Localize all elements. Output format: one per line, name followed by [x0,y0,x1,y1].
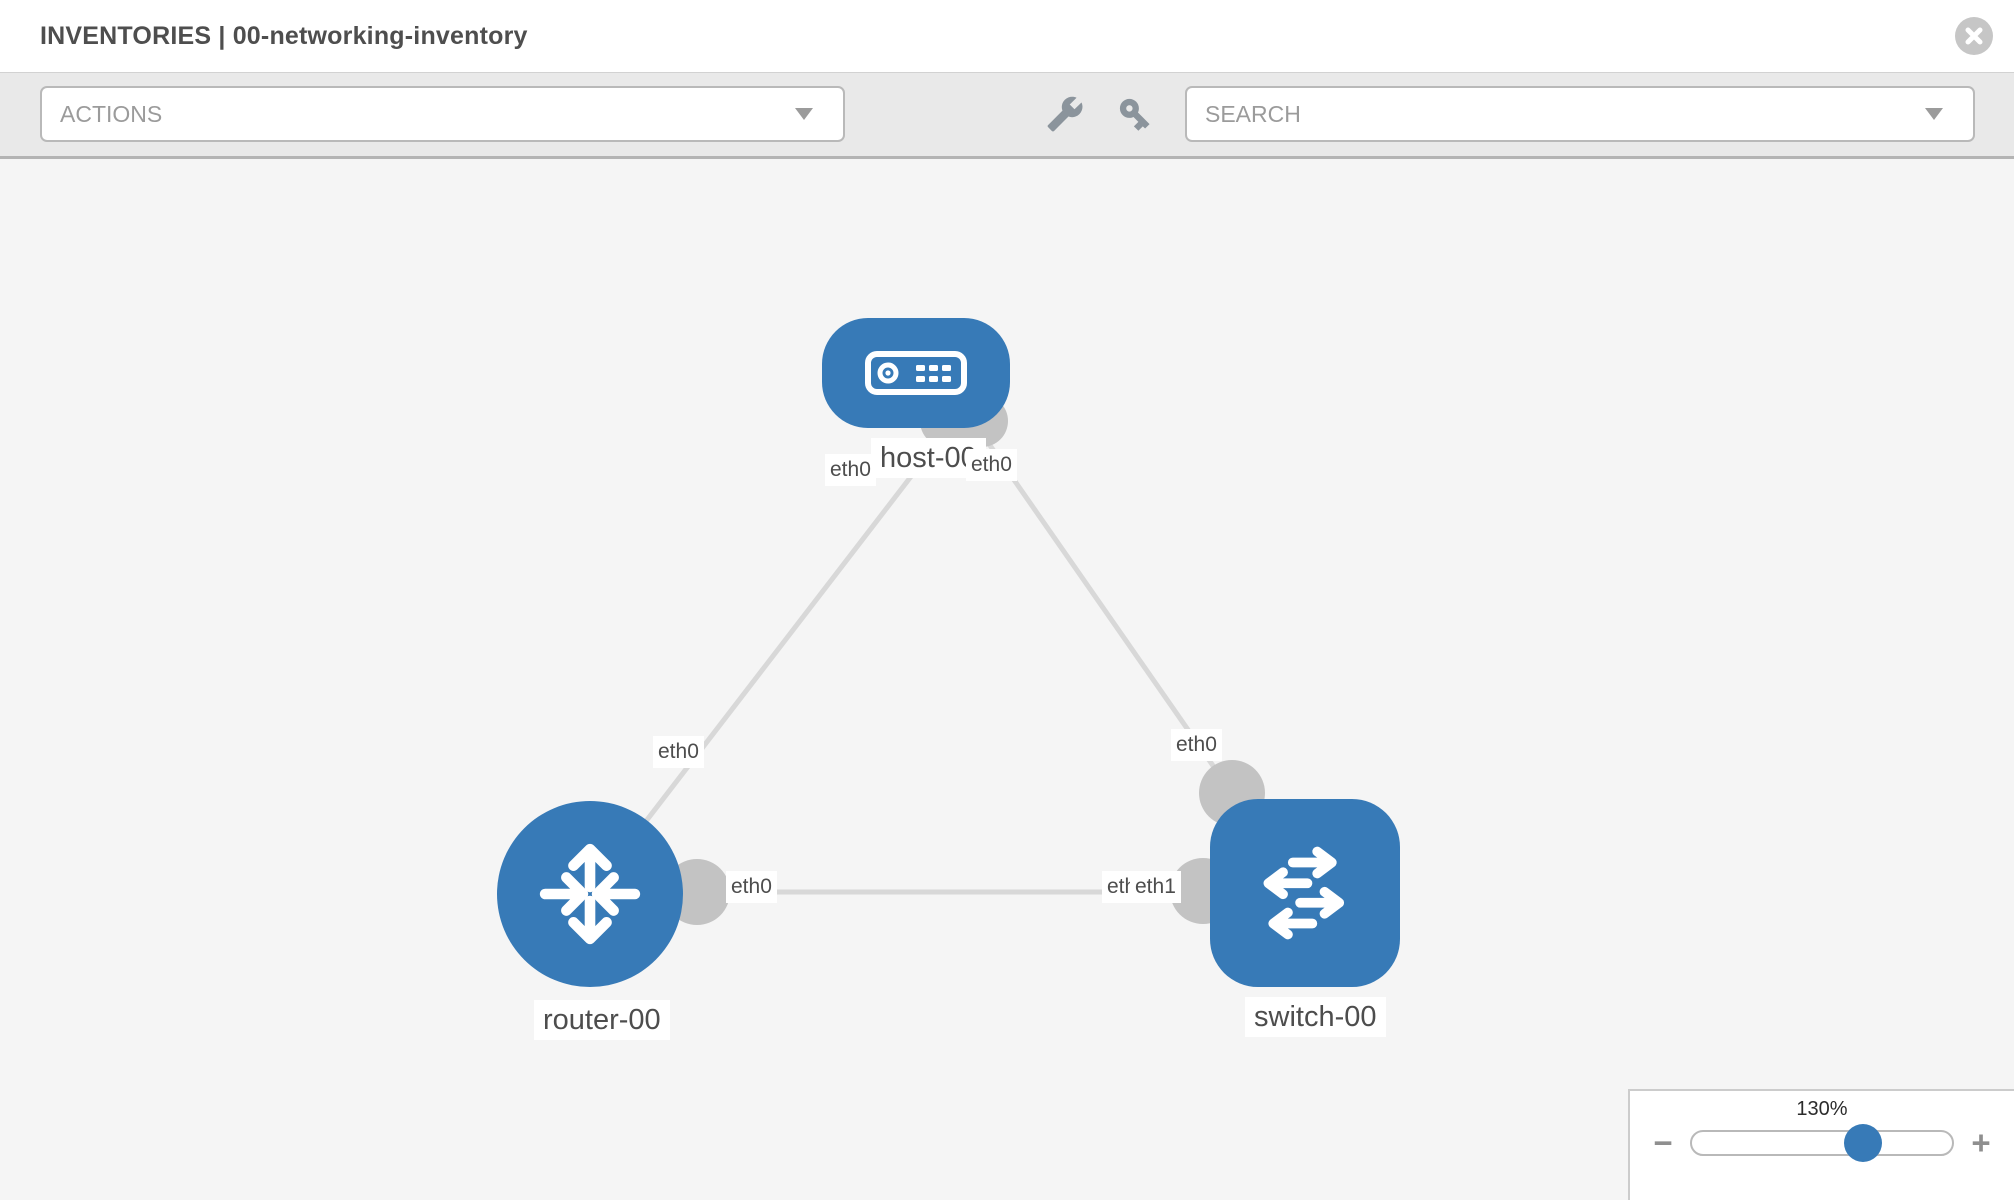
topology-links-layer [588,395,1304,925]
actions-dropdown[interactable]: ACTIONS [40,86,845,142]
iface-label-switch-eth1: eth1 [1130,871,1181,904]
topology-canvas[interactable]: eth0 host-00 eth0 eth0 eth0 eth0 eth0 et… [0,159,2014,1200]
close-button[interactable] [1955,17,1993,55]
zoom-panel: 130% − + [1628,1089,2014,1200]
node-label-router-00[interactable]: router-00 [534,1000,670,1041]
router-arrows-icon [539,843,641,945]
zoom-slider-handle[interactable] [1844,1124,1882,1162]
key-icon[interactable] [1108,87,1162,141]
iface-label-link-host-switch: eth0 [1171,729,1222,762]
zoom-out-button[interactable]: − [1653,1124,1673,1161]
search-dropdown[interactable]: SEARCH [1185,86,1975,142]
iface-label-host-eth0-right: eth0 [966,449,1017,482]
zoom-in-button[interactable]: + [1971,1124,1991,1161]
close-icon [1965,27,1983,45]
page-title: INVENTORIES | 00-networking-inventory [40,22,528,50]
zoom-slider[interactable] [1690,1124,1954,1162]
search-dropdown-label: SEARCH [1205,100,1301,127]
wrench-icon[interactable] [1046,95,1084,133]
node-router-00[interactable] [497,801,683,987]
chevron-down-icon [1925,108,1943,120]
node-label-switch-00[interactable]: switch-00 [1245,997,1386,1038]
toolbar: ACTIONS SEARCH [0,72,2014,159]
switch-arrows-icon [1263,846,1345,940]
chevron-down-icon [795,108,813,120]
host-server-icon [865,351,967,395]
node-host-00[interactable] [822,318,1010,428]
zoom-level: 130% [1796,1098,1848,1120]
iface-label-link-host-router: eth0 [653,736,704,769]
iface-label-host-eth0-left: eth0 [825,454,876,487]
link-host-router[interactable] [588,429,948,896]
iface-label-router-eth0: eth0 [726,871,777,904]
actions-dropdown-label: ACTIONS [60,100,163,127]
node-switch-00[interactable] [1210,799,1400,987]
header: INVENTORIES | 00-networking-inventory [0,0,2014,72]
